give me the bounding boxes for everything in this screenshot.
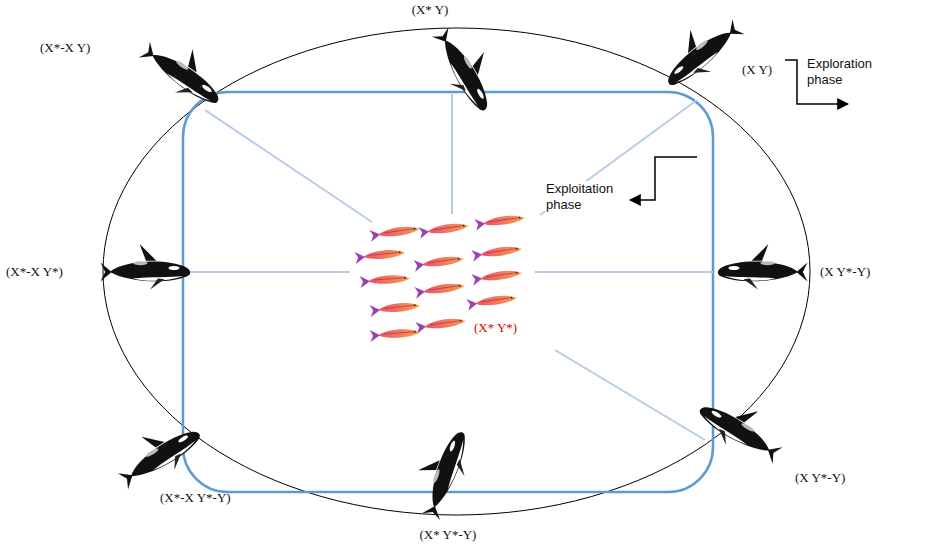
killer-whale bbox=[651, 5, 749, 97]
fish bbox=[466, 292, 517, 311]
approach-line bbox=[451, 94, 453, 214]
whale-position: (X Y*-Y) bbox=[795, 470, 845, 486]
approach-line bbox=[205, 110, 372, 222]
fish bbox=[471, 267, 522, 286]
fish bbox=[415, 315, 466, 334]
fish bbox=[418, 220, 469, 239]
fish bbox=[474, 212, 525, 231]
killer-whale bbox=[405, 423, 479, 523]
fish bbox=[413, 253, 464, 272]
fish bbox=[370, 326, 421, 341]
approach-lines bbox=[185, 94, 713, 440]
approach-line bbox=[535, 271, 713, 273]
fish bbox=[471, 243, 522, 262]
killer-whale bbox=[134, 27, 234, 116]
prey-position: (X* Y*) bbox=[474, 320, 517, 336]
fish bbox=[369, 223, 420, 242]
approach-line bbox=[540, 100, 697, 215]
fish-school bbox=[355, 212, 526, 342]
phase-label: Exploitation phase bbox=[545, 181, 627, 213]
fish bbox=[370, 300, 421, 317]
fish bbox=[360, 272, 411, 287]
whale-position: (X*-X Y*-Y) bbox=[160, 490, 231, 506]
whale-position: (X Y) bbox=[742, 62, 772, 78]
whale-position: (X* Y) bbox=[412, 2, 449, 18]
killer-whale bbox=[718, 244, 808, 290]
whale-position: (X*-X Y*) bbox=[6, 264, 63, 280]
exploitation-arrow bbox=[630, 157, 697, 200]
killer-whale bbox=[691, 385, 791, 470]
phase-label: Exploration phase bbox=[806, 56, 896, 88]
search-space-box bbox=[183, 92, 713, 492]
killer-whales bbox=[100, 5, 807, 523]
fish bbox=[355, 247, 406, 264]
whale-position: (X*-X Y) bbox=[40, 40, 90, 56]
approach-line bbox=[555, 350, 705, 440]
whale-position: (X* Y*-Y) bbox=[420, 527, 477, 543]
fish bbox=[414, 280, 465, 299]
killer-whale bbox=[425, 18, 509, 119]
whale-position: (X Y*-Y) bbox=[820, 264, 870, 280]
killer-whale bbox=[108, 410, 208, 496]
approach-line bbox=[185, 271, 350, 273]
killer-whale bbox=[100, 244, 190, 290]
